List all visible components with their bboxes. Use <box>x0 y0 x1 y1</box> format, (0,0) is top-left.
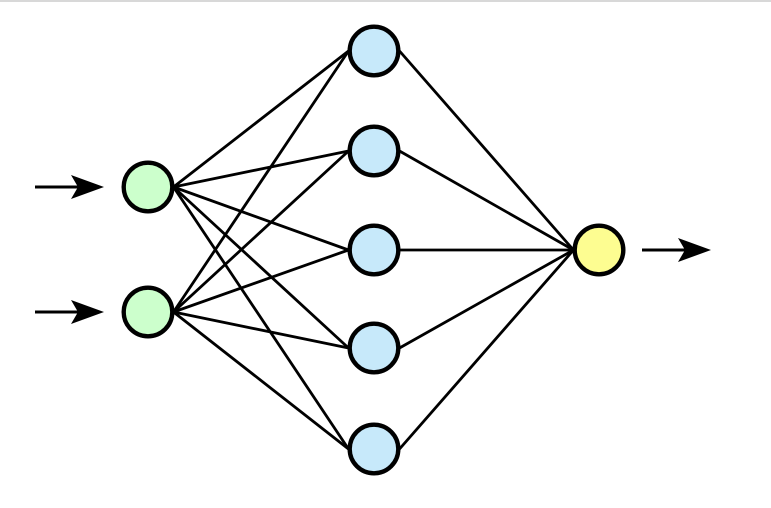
edge-line <box>172 248 350 314</box>
hidden-node <box>347 321 401 375</box>
output-node <box>572 223 626 277</box>
input-arrow-1-head-icon <box>71 175 104 199</box>
edge-line <box>172 310 350 350</box>
edge-line <box>398 49 575 252</box>
output-arrow-head-icon <box>678 238 711 262</box>
hidden-node <box>347 223 401 277</box>
edge-line <box>398 248 575 350</box>
hidden-node <box>347 24 401 78</box>
hidden-node <box>347 124 401 178</box>
input-node <box>121 160 175 214</box>
edge-line <box>398 149 575 252</box>
edge-line <box>172 149 350 189</box>
edge-line <box>172 49 350 189</box>
edge-line <box>172 149 350 314</box>
edge-line <box>172 49 350 314</box>
input-node <box>121 285 175 339</box>
hidden-node <box>347 422 401 476</box>
edge-line <box>172 185 350 252</box>
edge-line <box>172 185 350 350</box>
edge-line <box>398 248 575 451</box>
edge-line <box>172 185 350 451</box>
input-arrow-2-head-icon <box>71 300 104 324</box>
edge-line <box>172 310 350 451</box>
